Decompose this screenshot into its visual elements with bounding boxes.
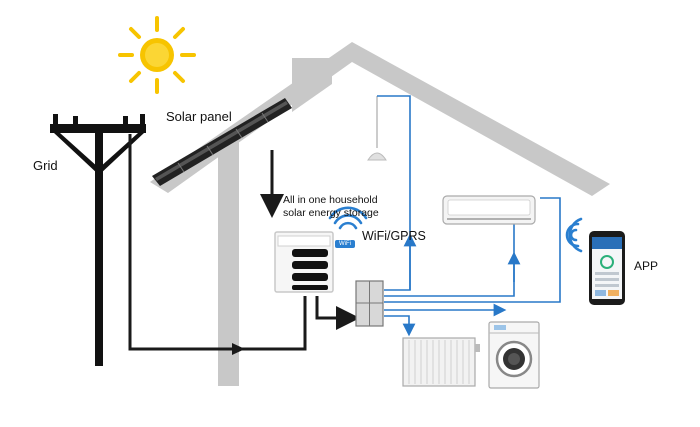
sun-icon: [118, 16, 196, 94]
utility-pole-icon: [50, 114, 146, 366]
grid-label: Grid: [33, 158, 58, 173]
radiator-icon: [402, 337, 480, 387]
wifi-icon: [328, 206, 368, 230]
signal-lines: [377, 95, 561, 337]
house-outline: [150, 42, 610, 386]
grid-arrow: [232, 343, 245, 355]
solar-panel-label: Solar panel: [166, 109, 232, 124]
washing-machine-icon: [488, 321, 540, 389]
wifi-icon: [565, 217, 583, 253]
power-lines: [128, 134, 360, 351]
pendant-lamp-icon: [367, 96, 387, 161]
smartphone-icon: [589, 231, 625, 305]
storage-label: All in one household solar energy storag…: [283, 194, 379, 219]
wifi-tag-label: WiFi: [335, 240, 355, 248]
wifi-gprs-label: WiFi/GPRS: [362, 229, 426, 243]
air-conditioner-icon: [442, 195, 536, 225]
solar-panel-icon: [152, 98, 292, 186]
distribution-box-icon: [355, 280, 384, 327]
app-label: APP: [634, 259, 659, 273]
battery-storage-icon: [274, 231, 334, 293]
